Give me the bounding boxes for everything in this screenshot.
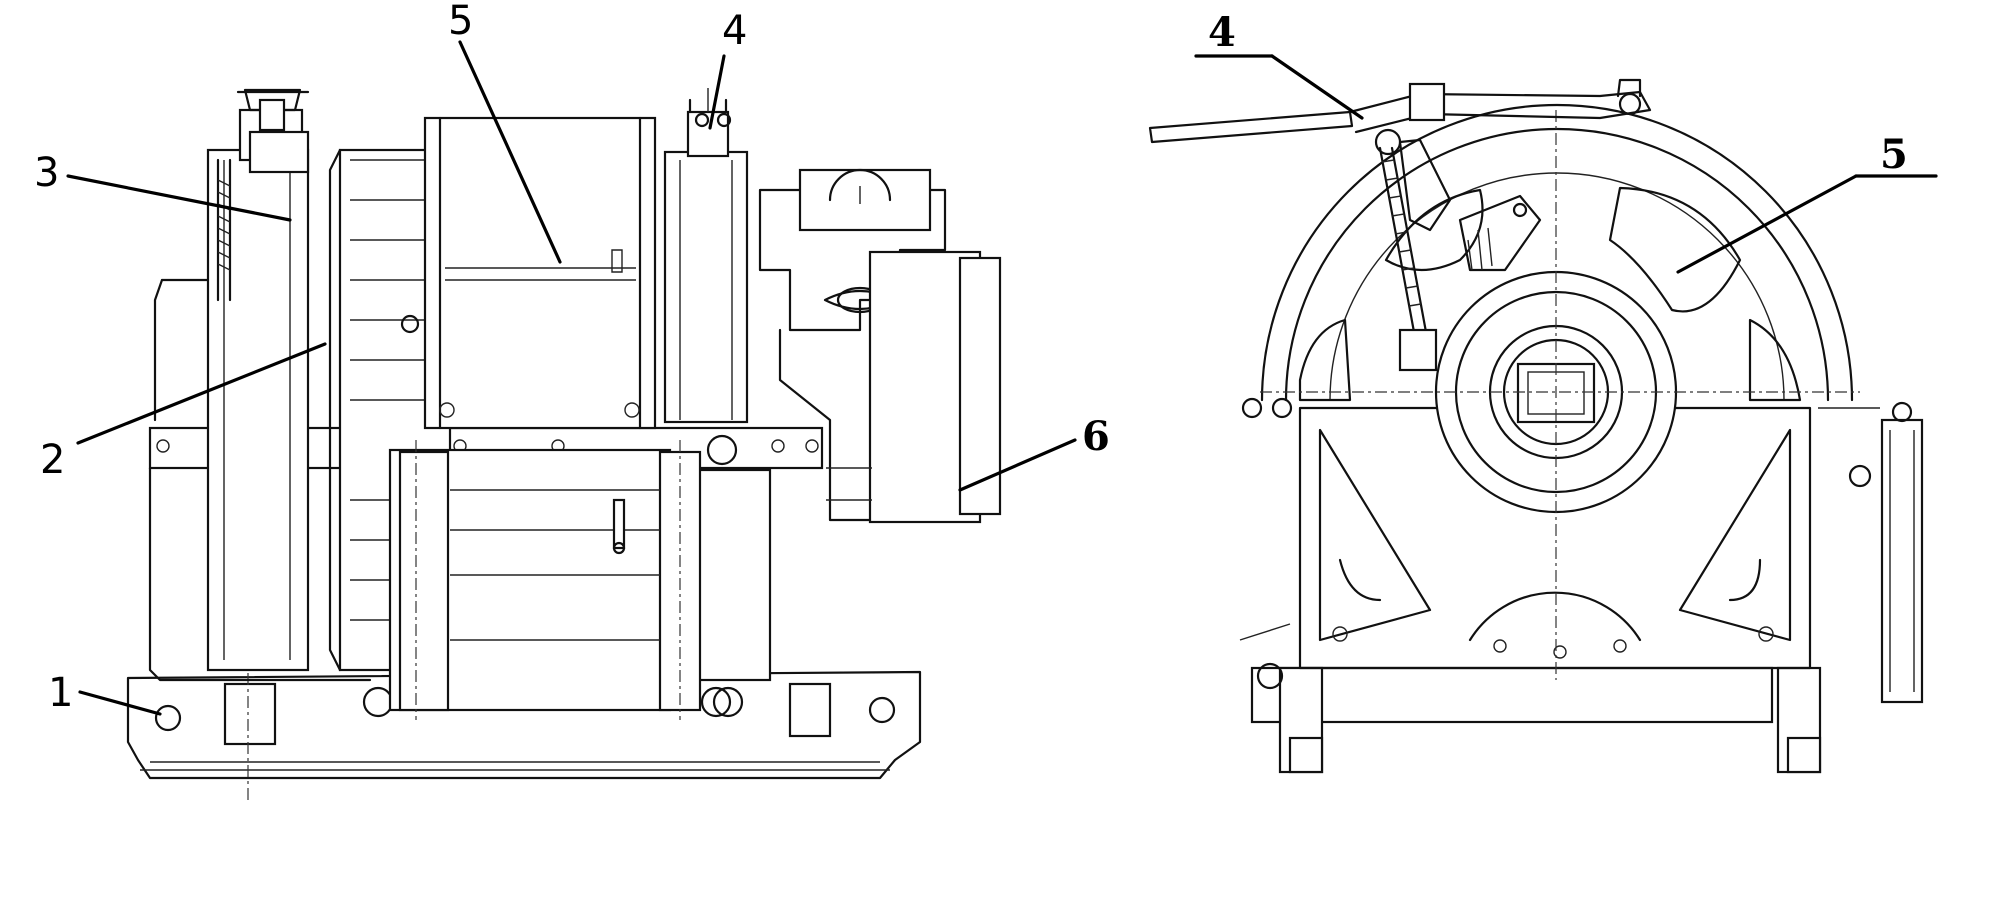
label-1: 1	[48, 670, 73, 716]
side-plate	[148, 148, 372, 682]
gear-wheel	[1260, 103, 1854, 402]
label-4: 4	[722, 8, 747, 54]
release-lever	[1148, 78, 1652, 156]
rope-drum	[388, 440, 732, 720]
base-frame	[126, 650, 922, 800]
end-base	[1250, 662, 1822, 774]
label-2: 2	[40, 437, 65, 483]
label-4-right: 4	[1208, 9, 1236, 56]
gearbox	[758, 168, 1002, 524]
side-actuators	[1239, 397, 1924, 704]
label-6: 6	[1082, 413, 1110, 460]
left-leaders	[66, 40, 1077, 716]
right-view: 4 5	[1148, 9, 1938, 774]
right-leaders	[1194, 54, 1938, 274]
hub	[1260, 110, 1860, 680]
motor	[423, 116, 657, 430]
label-5-right: 5	[1880, 131, 1908, 178]
label-5: 5	[448, 0, 473, 44]
label-3: 3	[34, 150, 59, 196]
brake-arm	[1378, 138, 1542, 372]
left-view: 1 2 3 4 5 6	[34, 0, 1110, 800]
brake-column-left	[216, 88, 310, 302]
